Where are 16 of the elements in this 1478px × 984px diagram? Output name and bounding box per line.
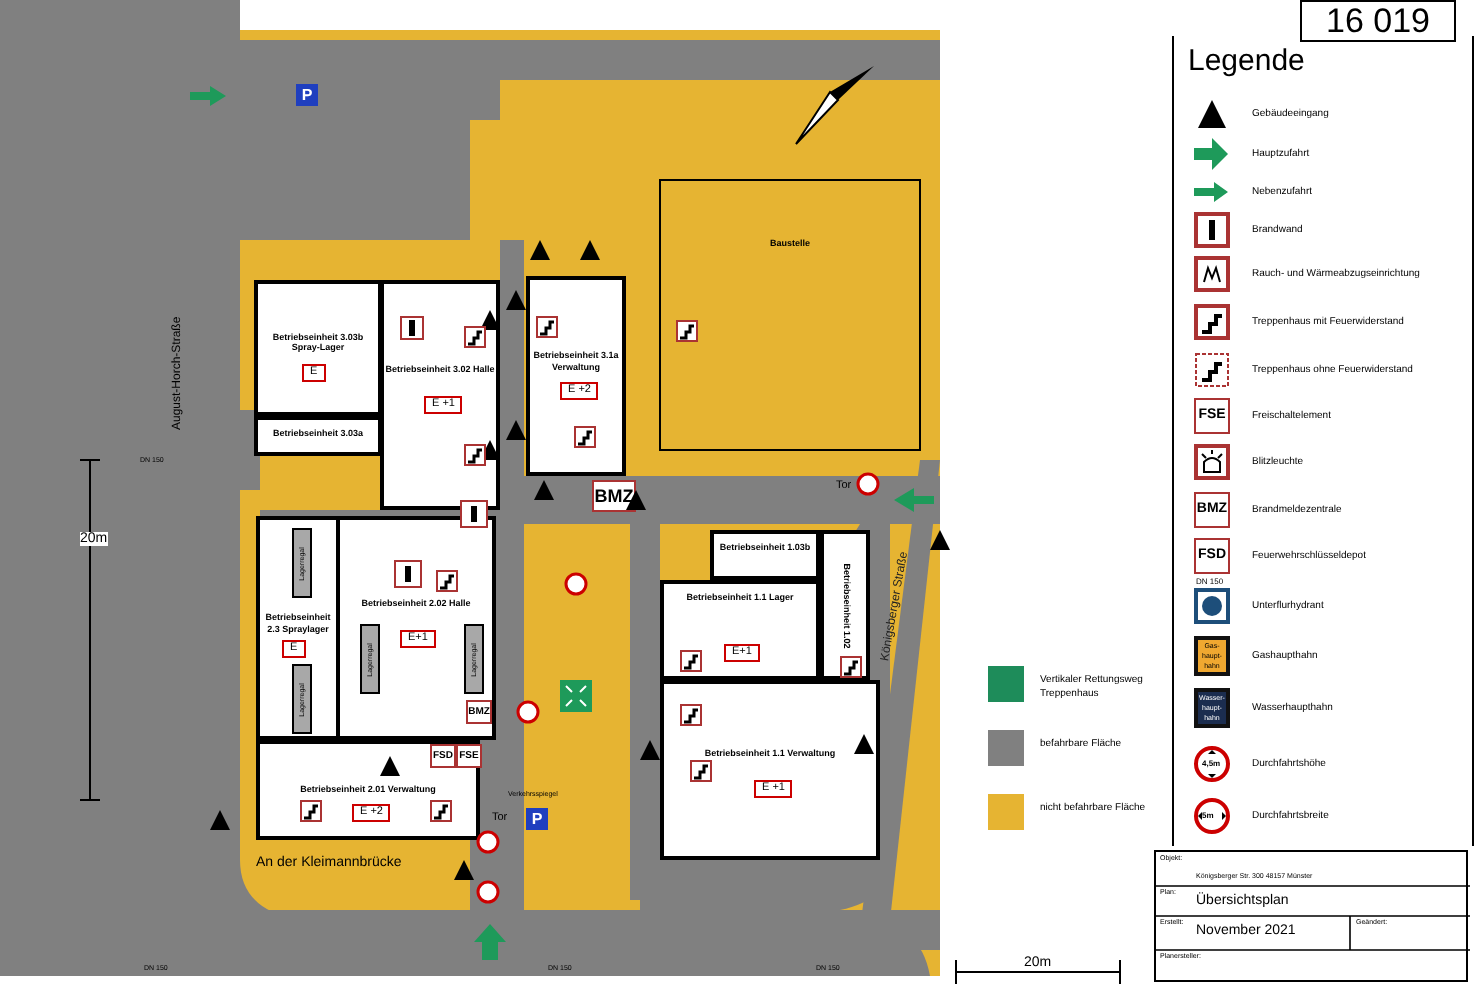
storage-room <box>256 516 340 740</box>
fire-alarm-panel-sign: BMZ <box>592 480 636 512</box>
storage-room <box>660 580 820 680</box>
parking-sign: P <box>296 84 318 106</box>
legend-heading: Legende <box>1188 44 1305 78</box>
storage-room <box>254 280 382 416</box>
operating-unit-room <box>820 530 870 680</box>
parking-sign: P <box>526 808 548 830</box>
operating-unit-room <box>710 530 820 580</box>
office-room <box>526 276 626 476</box>
operating-unit-room <box>254 416 382 456</box>
hall-room <box>336 516 496 740</box>
plan-number: 16 019 <box>1300 0 1456 42</box>
office-room <box>256 740 480 840</box>
hall-room <box>380 280 500 510</box>
office-room <box>660 680 880 860</box>
